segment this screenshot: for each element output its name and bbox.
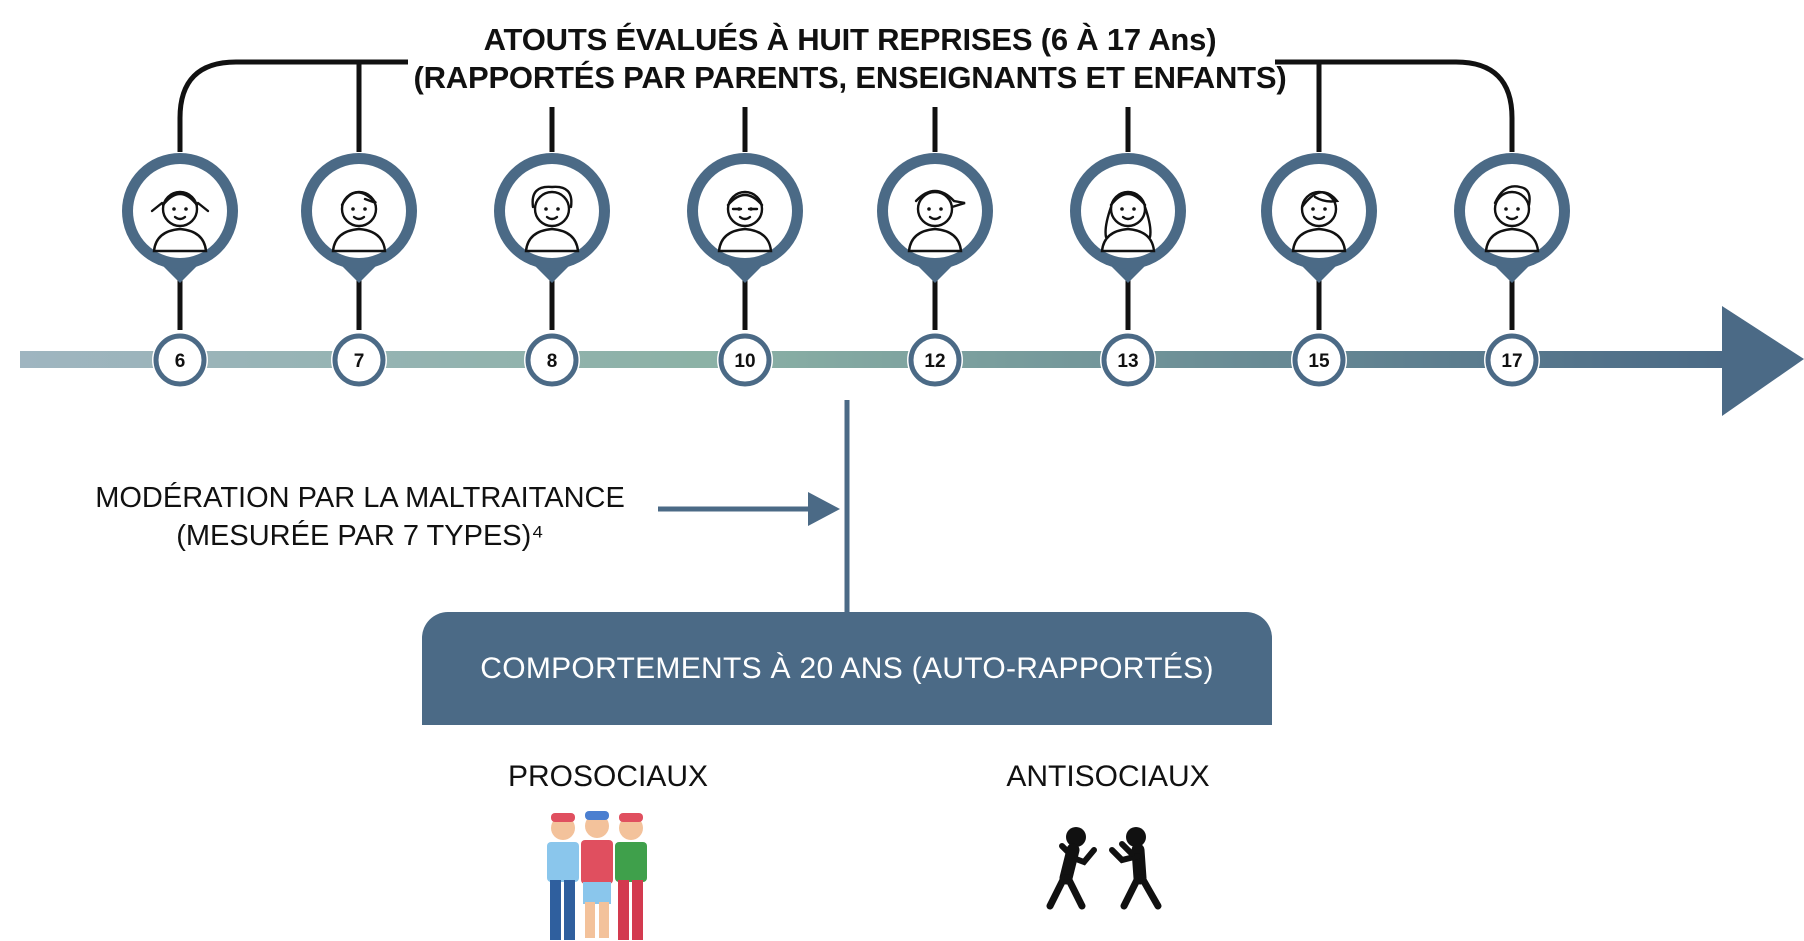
moderation-label-line2: (MESURÉE PAR 7 TYPES)⁴ bbox=[176, 520, 544, 552]
age-marker-17: 17 bbox=[1484, 332, 1540, 388]
main-title-line2: (RAPPORTÉS PAR PARENTS, ENSEIGNANTS ET E… bbox=[413, 60, 1287, 95]
child-pin-8 bbox=[494, 153, 610, 283]
moderation-label-line1: MODÉRATION PAR LA MALTRAITANCE bbox=[95, 482, 625, 514]
age-marker-10: 10 bbox=[717, 332, 773, 388]
age-label: 7 bbox=[354, 351, 365, 372]
age-marker-12: 12 bbox=[907, 332, 963, 388]
timeline-bar bbox=[20, 351, 1725, 368]
child-pin-10 bbox=[687, 153, 803, 283]
glasses-bowtie-girl-icon bbox=[717, 190, 773, 253]
child-pin-6 bbox=[122, 153, 238, 283]
behaviors-box: COMPORTEMENTS À 20 ANS (AUTO-RAPPORTÉS) bbox=[422, 612, 1272, 725]
boy-icon bbox=[331, 190, 387, 253]
child-pin-12 bbox=[877, 153, 993, 283]
group-of-friends-icon bbox=[547, 811, 647, 940]
age-marker-8: 8 bbox=[524, 332, 580, 388]
moderation-arrow bbox=[658, 492, 840, 526]
girl-pigtails-icon bbox=[150, 190, 210, 253]
age-markers: 6 7 8 10 12 13 15 17 bbox=[152, 332, 1540, 388]
long-hair-girl-icon bbox=[1100, 190, 1156, 253]
teen-girl-icon bbox=[1291, 190, 1347, 253]
bracket-lines bbox=[177, 59, 1515, 152]
age-marker-15: 15 bbox=[1291, 332, 1347, 388]
age-label: 13 bbox=[1117, 351, 1138, 372]
child-pins bbox=[122, 153, 1570, 283]
fighting-people-icon bbox=[1046, 827, 1162, 910]
child-pin-7 bbox=[301, 153, 417, 283]
age-marker-7: 7 bbox=[331, 332, 387, 388]
curly-hair-glasses-child-icon bbox=[524, 185, 580, 253]
age-marker-6: 6 bbox=[152, 332, 208, 388]
main-title-line1: ATOUTS ÉVALUÉS À HUIT REPRISES (6 À 17 A… bbox=[483, 22, 1217, 57]
cap-boy-icon bbox=[907, 189, 966, 253]
age-label: 6 bbox=[175, 351, 186, 372]
antisocial-label: ANTISOCIAUX bbox=[1006, 760, 1210, 793]
age-label: 10 bbox=[734, 351, 755, 372]
child-pin-17 bbox=[1454, 153, 1570, 283]
age-stems bbox=[177, 275, 1515, 330]
age-label: 12 bbox=[924, 351, 945, 372]
prosocial-label: PROSOCIAUX bbox=[507, 760, 709, 793]
age-label: 17 bbox=[1501, 351, 1522, 372]
age-label: 15 bbox=[1308, 351, 1330, 372]
behaviors-title: COMPORTEMENTS À 20 ANS (AUTO-RAPPORTÉS) bbox=[480, 651, 1214, 685]
age-marker-13: 13 bbox=[1100, 332, 1156, 388]
child-pin-15 bbox=[1261, 153, 1377, 283]
teen-boy-hoodie-icon bbox=[1484, 185, 1540, 253]
child-pin-13 bbox=[1070, 153, 1186, 283]
timeline-arrowhead bbox=[1722, 306, 1804, 416]
age-label: 8 bbox=[547, 351, 558, 372]
